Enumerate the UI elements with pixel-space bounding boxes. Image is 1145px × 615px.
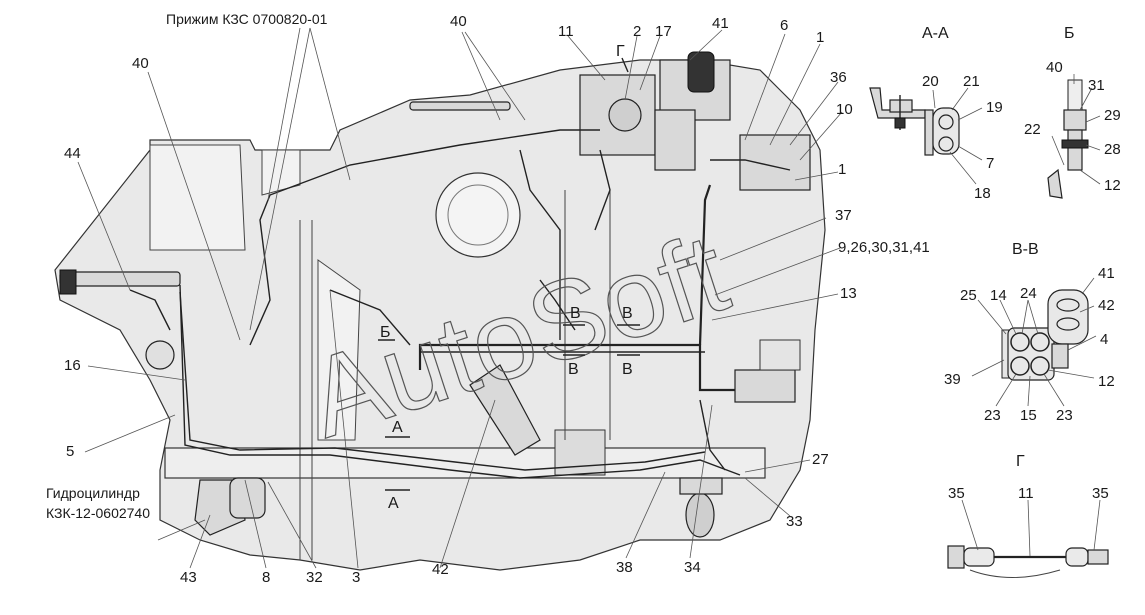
section-marker-v-2: В bbox=[568, 361, 579, 378]
notes: Прижим КЗС 0700820-01 Гидроцилиндр КЗК-1… bbox=[46, 11, 328, 521]
callout-16: 16 bbox=[64, 357, 81, 374]
vv-callout-12: 12 bbox=[1098, 373, 1115, 390]
g-callout-11: 11 bbox=[1018, 485, 1034, 502]
section-marker-b: Б bbox=[380, 324, 391, 341]
clamp-note: Прижим КЗС 0700820-01 bbox=[166, 11, 328, 27]
callout-17: 17 bbox=[655, 23, 672, 40]
callout-37: 37 bbox=[835, 207, 852, 224]
callout-11: 11 bbox=[558, 23, 574, 40]
callout-1-top: 1 bbox=[816, 29, 824, 46]
section-g-title: Г bbox=[1016, 453, 1025, 470]
section-aa-title: А-А bbox=[922, 25, 949, 42]
callout-33: 33 bbox=[786, 513, 803, 530]
section-marker-a-bottom: А bbox=[388, 495, 399, 512]
callout-41: 41 bbox=[712, 15, 729, 32]
callout-42: 42 bbox=[432, 561, 449, 578]
callout-43: 43 bbox=[180, 569, 197, 586]
callout-1-bottom: 1 bbox=[838, 161, 846, 178]
callout-10: 10 bbox=[836, 101, 853, 118]
section-markers: А А Б В В В В Г bbox=[378, 43, 640, 512]
section-marker-a-top: А bbox=[392, 419, 403, 436]
callout-6: 6 bbox=[780, 17, 788, 34]
vv-callout-4: 4 bbox=[1100, 331, 1108, 348]
g-callout-35-right: 35 bbox=[1092, 485, 1109, 502]
callout-40-left: 40 bbox=[132, 55, 149, 72]
aa-callout-7: 7 bbox=[986, 155, 994, 172]
vv-callout-15: 15 bbox=[1020, 407, 1037, 424]
section-b: Б 40 31 22 29 28 12 bbox=[1024, 25, 1121, 199]
vv-callout-42: 42 bbox=[1098, 297, 1115, 314]
section-marker-v-3: В bbox=[622, 305, 633, 322]
b-callout-29: 29 bbox=[1104, 107, 1121, 124]
section-marker-g: Г bbox=[616, 43, 625, 60]
section-vv: В-В 41 25 14 24 42 4 39 12 23 15 23 bbox=[944, 241, 1115, 424]
section-marker-v-1: В bbox=[570, 305, 581, 322]
callout-34: 34 bbox=[684, 559, 701, 576]
main-callouts: 40 40 11 2 17 41 6 1 36 10 1 44 37 9,26,… bbox=[64, 13, 930, 586]
callout-9-group: 9,26,30,31,41 bbox=[838, 239, 930, 256]
g-callout-35-left: 35 bbox=[948, 485, 965, 502]
callout-5: 5 bbox=[66, 443, 74, 460]
section-aa: А-А 20 21 19 7 18 bbox=[869, 25, 1003, 202]
aa-callout-21: 21 bbox=[963, 73, 980, 90]
cylinder-note-line2: КЗК-12-0602740 bbox=[46, 505, 150, 521]
callout-3: 3 bbox=[352, 569, 360, 586]
callout-32: 32 bbox=[306, 569, 323, 586]
vv-callout-23-left: 23 bbox=[984, 407, 1001, 424]
vv-callout-24: 24 bbox=[1020, 285, 1037, 302]
callout-38: 38 bbox=[616, 559, 633, 576]
callout-44: 44 bbox=[64, 145, 81, 162]
callout-40-top: 40 bbox=[450, 13, 467, 30]
vv-callout-14: 14 bbox=[990, 287, 1007, 304]
b-callout-40: 40 bbox=[1046, 59, 1063, 76]
callout-27: 27 bbox=[812, 451, 829, 468]
b-callout-28: 28 bbox=[1104, 141, 1121, 158]
leader-lines bbox=[77, 27, 843, 569]
section-b-title: Б bbox=[1064, 25, 1075, 42]
b-callout-22: 22 bbox=[1024, 121, 1041, 138]
section-marker-v-4: В bbox=[622, 361, 633, 378]
aa-callout-20: 20 bbox=[922, 73, 939, 90]
vv-callout-41: 41 bbox=[1098, 265, 1115, 282]
b-callout-12: 12 bbox=[1104, 177, 1121, 194]
vv-callout-25: 25 bbox=[960, 287, 977, 304]
b-callout-31: 31 bbox=[1088, 77, 1105, 94]
aa-callout-19: 19 bbox=[986, 99, 1003, 116]
aa-callout-18: 18 bbox=[974, 185, 991, 202]
callout-36: 36 bbox=[830, 69, 847, 86]
vv-callout-39: 39 bbox=[944, 371, 961, 388]
vv-callout-23-right: 23 bbox=[1056, 407, 1073, 424]
section-vv-title: В-В bbox=[1012, 241, 1039, 258]
section-g: Г 35 11 35 bbox=[947, 453, 1109, 578]
callout-13: 13 bbox=[840, 285, 857, 302]
cylinder-note-line1: Гидроцилиндр bbox=[46, 485, 140, 501]
hydraulic-lines bbox=[129, 129, 791, 479]
callout-2: 2 bbox=[633, 23, 641, 40]
callout-8: 8 bbox=[262, 569, 270, 586]
